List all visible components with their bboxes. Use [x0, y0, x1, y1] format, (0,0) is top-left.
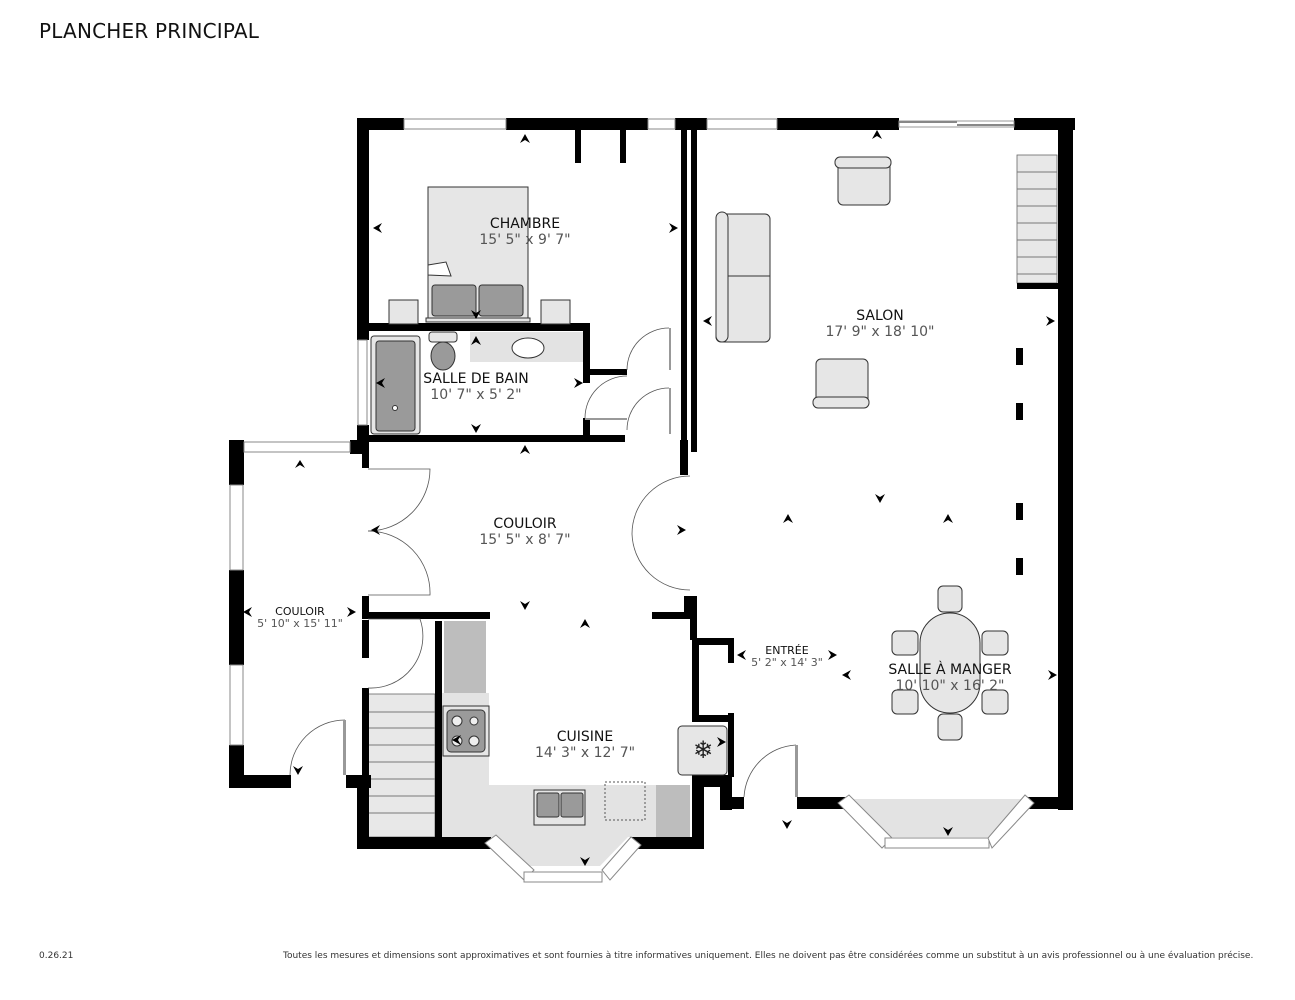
dimension-arrows [243, 130, 1057, 866]
windows [229, 118, 1035, 883]
room-name: SALLE À MANGER [888, 661, 1011, 678]
room-dimensions: 10' 7" x 5' 2" [430, 387, 521, 403]
walls [229, 118, 1075, 849]
room-name: ENTRÉE [765, 644, 808, 657]
room-salon: SALON 17' 9" x 18' 10" [825, 308, 934, 340]
room-couloir-main: COULOIR 15' 5" x 8' 7" [479, 516, 570, 548]
nightstand-left [388, 299, 419, 325]
room-dimensions: 15' 5" x 8' 7" [479, 532, 570, 548]
room-name: COULOIR [275, 605, 325, 618]
dining-bay-floor [845, 799, 1023, 837]
room-cuisine: CUISINE 14' 3" x 12' 7" [535, 729, 635, 761]
sofa [715, 211, 771, 343]
room-dimensions: 10' 10" x 16' 2" [895, 678, 1004, 694]
version-label: 0.26.21 [39, 951, 74, 961]
room-salle-de-bain: SALLE DE BAIN 10' 7" x 5' 2" [423, 371, 528, 403]
kitchen-sink [533, 789, 586, 826]
dining-table [891, 585, 1009, 741]
snowflake-icon: ❄ [693, 736, 713, 764]
room-dimensions: 15' 5" x 9' 7" [479, 232, 570, 248]
room-name: SALON [856, 308, 904, 324]
room-dimensions: 14' 3" x 12' 7" [535, 745, 635, 761]
page-title: PLANCHER PRINCIPAL [39, 19, 260, 43]
bed [425, 186, 531, 323]
doors [289, 327, 798, 798]
sink [511, 337, 545, 359]
refrigerator: ❄ [677, 725, 728, 776]
room-name: CHAMBRE [490, 216, 560, 232]
room-dimensions: 17' 9" x 18' 10" [825, 324, 934, 340]
dishwasher [604, 781, 646, 821]
room-dimensions: 5' 10" x 15' 11" [257, 617, 343, 630]
bathtub [370, 335, 421, 435]
disclaimer-text: Toutes les mesures et dimensions sont ap… [283, 951, 1254, 961]
toilet [428, 331, 458, 371]
salon-stairs [1016, 154, 1058, 284]
room-salle-a-manger: SALLE À MANGER 10' 10" x 16' 2" [888, 661, 1011, 694]
armchair-bottom [812, 358, 870, 409]
room-entree: ENTRÉE 5' 2" x 14' 3" [751, 644, 823, 669]
room-dimensions: 5' 2" x 14' 3" [751, 656, 823, 669]
room-couloir-side: COULOIR 5' 10" x 15' 11" [257, 605, 343, 630]
stove [442, 705, 490, 757]
room-chambre: CHAMBRE 15' 5" x 9' 7" [479, 216, 570, 248]
nightstand-right [540, 299, 571, 325]
room-name: SALLE DE BAIN [423, 371, 528, 387]
basement-stairs [366, 693, 436, 838]
room-name: CUISINE [557, 729, 614, 745]
room-name: COULOIR [493, 516, 556, 532]
armchair-top [834, 156, 892, 206]
